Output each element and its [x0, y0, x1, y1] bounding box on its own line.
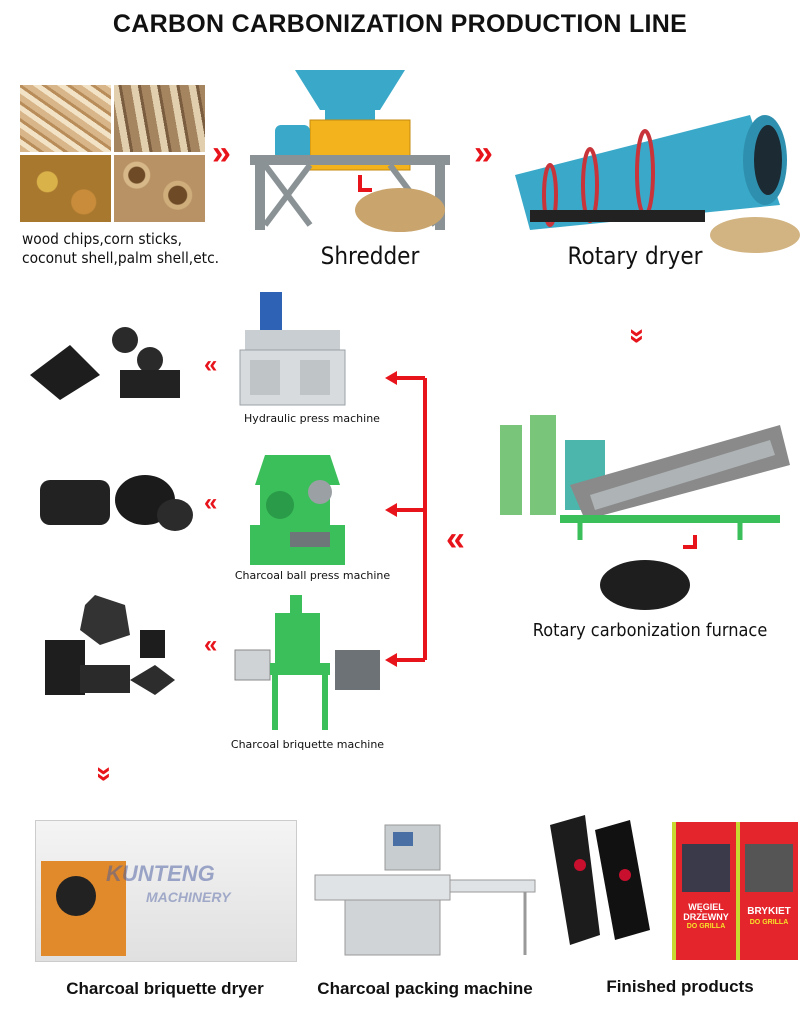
bag2-text-2: DO GRILLA [749, 919, 789, 926]
arrow-left-icon: « [204, 489, 218, 516]
rotary-dryer-image [515, 115, 800, 253]
arrow-right-icon: » [474, 134, 493, 172]
finished-products-label: Finished products [606, 977, 754, 996]
rotary-dryer-label: Rotary dryer [567, 242, 703, 270]
arrow-left-icon: « [446, 520, 465, 558]
bag1-text-3: DO GRILLA [686, 923, 726, 930]
packed-charcoal-image [550, 815, 650, 945]
briquette-dryer-image: KUNTENG MACHINERY [35, 820, 297, 962]
packing-machine-label: Charcoal packing machine [317, 979, 533, 998]
distribution-arrows [385, 371, 427, 667]
briquette-products-image [45, 595, 175, 695]
charcoal-balls-image [40, 475, 193, 531]
arrow-down-icon: » [89, 766, 121, 782]
shredder-label: Shredder [320, 242, 420, 270]
furnace-label: Rotary carbonization furnace [532, 620, 768, 641]
shredder-image [250, 70, 450, 232]
watermark-sub: MACHINERY [146, 889, 231, 905]
hydraulic-press-label: Hydraulic press machine [244, 412, 380, 425]
ball-press-label: Charcoal ball press machine [234, 569, 391, 582]
page-title: CARBON CARBONIZATION PRODUCTION LINE [112, 10, 688, 38]
bag1-text-1: WĘGIEL [688, 902, 724, 912]
charcoal-briquette-machine-image [234, 595, 380, 730]
briquette-dryer-label: Charcoal briquette dryer [66, 979, 264, 998]
raw-materials-line1: wood chips,corn sticks, [22, 230, 183, 248]
charcoal-ball-press-image [250, 455, 345, 565]
bag2-text-1: BRYKIET [747, 906, 791, 917]
raw-materials-image [20, 85, 205, 222]
packing-machine-image [314, 824, 536, 956]
rotary-carbonization-furnace-image [500, 415, 790, 610]
raw-materials-line2: coconut shell,palm shell,etc. [22, 249, 220, 267]
bag1-text-2: DRZEWNY [683, 912, 729, 922]
arrow-left-icon: « [204, 631, 218, 658]
charcoal-bag-1: WĘGIEL DRZEWNY DO GRILLA [672, 822, 736, 960]
arrow-down-icon: » [622, 328, 654, 344]
hexagonal-briquettes-image [30, 327, 180, 400]
arrow-left-icon: « [204, 351, 218, 378]
raw-materials-label: wood chips,corn sticks, coconut shell,pa… [22, 230, 219, 268]
watermark-brand: KUNTENG [106, 861, 215, 886]
hydraulic-press-image [239, 292, 346, 406]
charcoal-bag-2: BRYKIET DO GRILLA [736, 822, 798, 960]
arrow-right-icon: » [212, 134, 231, 172]
briquette-machine-label: Charcoal briquette machine [230, 738, 385, 751]
